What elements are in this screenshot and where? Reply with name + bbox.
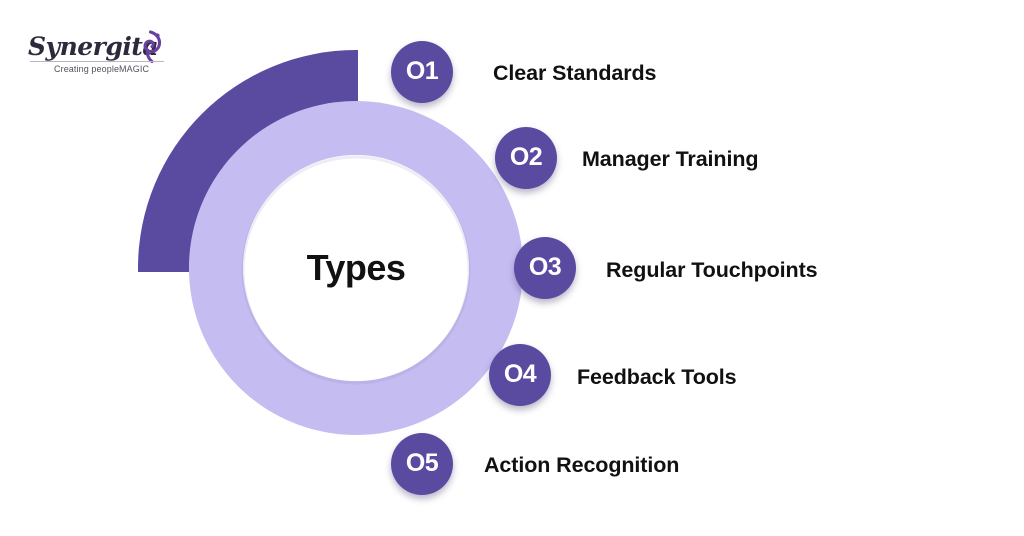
step-label-05: Action Recognition: [484, 453, 680, 477]
step-badge-03[interactable]: O3: [514, 237, 576, 299]
step-badge-04-number: O4: [503, 359, 537, 388]
logo-tagline: Creating peopleMAGIC: [54, 64, 150, 74]
step-badge-05-number: O5: [405, 448, 439, 477]
swirl-icon: [133, 30, 163, 64]
step-badge-04[interactable]: O4: [489, 344, 551, 406]
donut-inner-disc: [243, 155, 469, 381]
step-label-01: Clear Standards: [493, 61, 657, 85]
step-label-04: Feedback Tools: [577, 365, 737, 389]
step-badge-01[interactable]: O1: [391, 41, 453, 103]
step-label-03: Regular Touchpoints: [606, 258, 818, 282]
center-title: Types: [306, 247, 406, 288]
donut-ring: [188, 101, 523, 436]
logo-divider: [30, 61, 164, 62]
step-label-02: Manager Training: [582, 147, 759, 171]
step-badge-05[interactable]: O5: [391, 433, 453, 495]
step-badge-01-number: O1: [405, 56, 439, 85]
donut-inner-disc-shade: [241, 155, 471, 385]
step-badge-02-number: O2: [509, 142, 543, 171]
synergita-logo: Synergita Creating peopleMAGIC: [28, 28, 178, 82]
logo-wordmark: Synergita: [28, 32, 159, 61]
step-badge-03-number: O3: [528, 252, 562, 281]
step-badge-02[interactable]: O2: [495, 127, 557, 189]
